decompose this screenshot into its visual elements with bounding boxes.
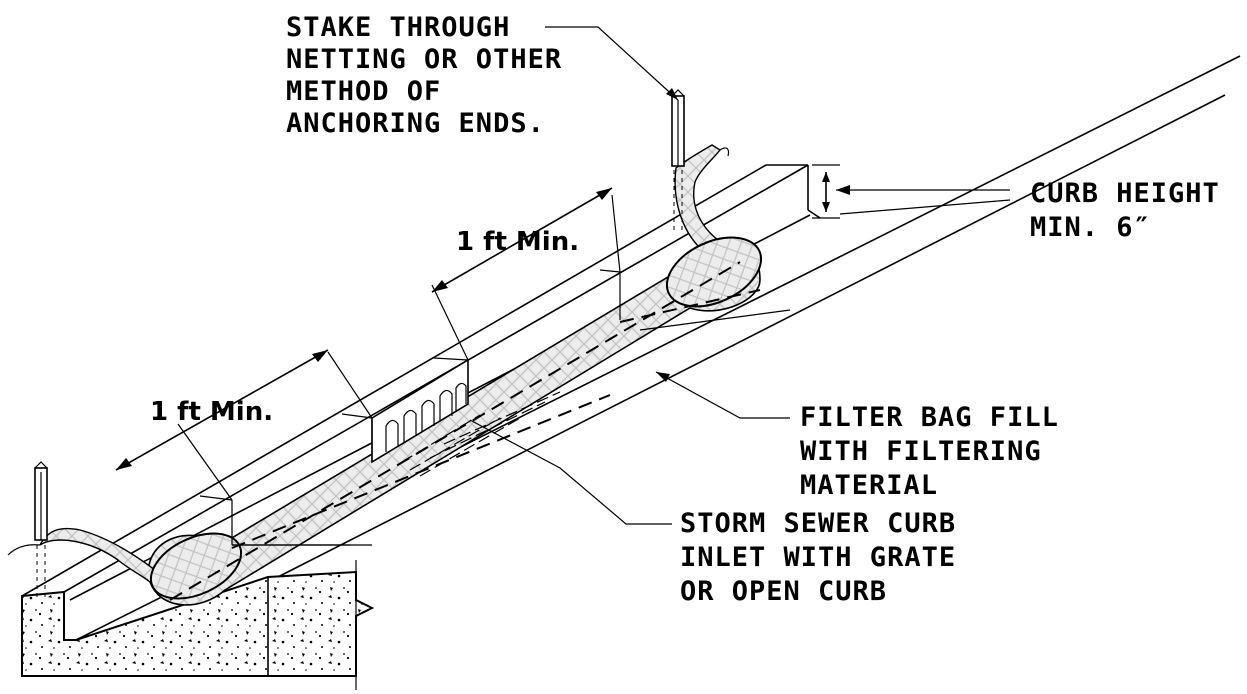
filter-bag-line-2: WITH FILTERING (800, 436, 1042, 467)
stake-note-line-3: METHOD OF (286, 76, 441, 107)
curb-height-dimension (812, 164, 1011, 219)
leader-stake (545, 26, 679, 101)
stake-note-line-4: ANCHORING ENDS. (286, 108, 545, 139)
dimension-lower (115, 349, 329, 471)
curb-height-line-2: MIN. 6″ (1030, 212, 1151, 243)
stake-note: STAKE THROUGH NETTING OR OTHER METHOD OF… (286, 12, 562, 139)
dimension-lower-label: 1 ft Min. (150, 397, 273, 427)
curb-height-note: CURB HEIGHT MIN. 6″ (1030, 178, 1220, 243)
dimension-upper (431, 187, 613, 293)
stake-note-line-2: NETTING OR OTHER (286, 44, 562, 75)
storm-inlet-line-3: OR OPEN CURB (680, 576, 887, 607)
storm-inlet-note: STORM SEWER CURB INLET WITH GRATE OR OPE… (680, 508, 956, 607)
leader-filter-bag (639, 309, 791, 419)
filter-bag (7, 144, 763, 606)
filter-bag-line-3: MATERIAL (800, 470, 938, 501)
curb-height-line-1: CURB HEIGHT (1030, 178, 1220, 209)
stake-left (34, 461, 48, 600)
storm-inlet-line-2: INLET WITH GRATE (680, 542, 956, 573)
concrete-section (21, 560, 375, 690)
leader-storm-inlet (232, 419, 672, 546)
dimension-upper-label: 1 ft Min. (456, 227, 579, 257)
stake-right (671, 89, 685, 230)
storm-inlet-line-1: STORM SEWER CURB (680, 508, 956, 539)
stake-note-line-1: STAKE THROUGH (286, 12, 510, 43)
filter-bag-line-1: FILTER BAG FILL (800, 402, 1059, 433)
filter-bag-note: FILTER BAG FILL WITH FILTERING MATERIAL (800, 402, 1059, 501)
curb-inlet (177, 194, 621, 546)
